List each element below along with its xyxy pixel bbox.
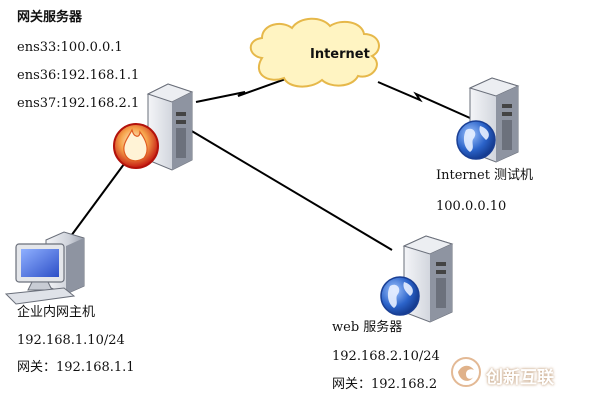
lan-host-gateway: 网关：192.168.1.1	[17, 360, 135, 375]
internet-label: Internet	[310, 47, 370, 62]
watermark-text: 创新互联	[486, 368, 554, 388]
web-server-gateway: 网关：192.168.2	[332, 377, 438, 392]
gateway-ens36: ens36:192.168.1.1	[17, 68, 140, 83]
link-internet-testhost	[377, 81, 471, 119]
link-gateway-web	[189, 129, 393, 251]
web-server-title: web 服务器	[332, 320, 403, 335]
gateway-ens33: ens33:100.0.0.1	[17, 40, 123, 55]
link-gateway-internet	[195, 71, 306, 103]
internet-cloud	[249, 17, 380, 88]
test-host-title: Internet 测试机	[436, 168, 534, 183]
lan-host-ip: 192.168.1.10/24	[17, 333, 125, 348]
globe-icon	[380, 276, 420, 316]
gateway-title: 网关服务器	[17, 10, 83, 25]
lan-host-title: 企业内网主机	[17, 305, 96, 320]
link-gateway-lan	[67, 159, 128, 241]
web-server-ip: 192.168.2.10/24	[332, 349, 440, 364]
firewall-icon	[113, 123, 159, 169]
watermark-logo-icon	[451, 357, 481, 387]
gateway-server-icon	[146, 83, 194, 171]
lan-host-computer-icon	[4, 231, 85, 305]
gateway-ens37: ens37:192.168.2.1	[17, 96, 140, 111]
test-host-ip: 100.0.0.10	[436, 199, 507, 214]
globe-icon	[456, 120, 496, 160]
